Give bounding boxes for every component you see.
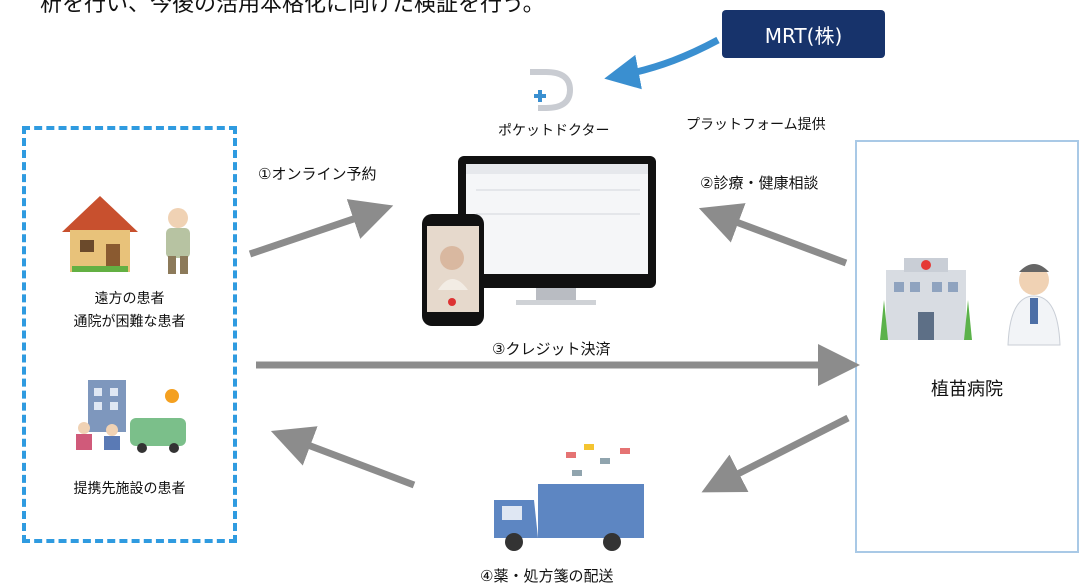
arrow-delivery-from-hospital bbox=[701, 414, 850, 493]
platform-name: ポケットドクター bbox=[498, 123, 610, 139]
facility-patient-label: 提携先施設の患者 bbox=[73, 481, 186, 497]
house-icon bbox=[62, 196, 138, 272]
patient-group-box bbox=[22, 126, 237, 543]
badge-arrow bbox=[604, 36, 720, 90]
care-facility-icon bbox=[76, 380, 186, 453]
delivery-truck-icon bbox=[494, 444, 644, 551]
arrow-delivery-to-patient bbox=[270, 426, 416, 489]
step3-label: ③クレジット決済 bbox=[492, 340, 611, 358]
monitor-icon bbox=[458, 156, 656, 305]
step4-label: ④薬・処方箋の配送 bbox=[480, 567, 614, 585]
hospital-building-icon bbox=[880, 258, 972, 340]
step2-label: ②診療・健康相談 bbox=[700, 174, 819, 192]
smartphone-icon bbox=[422, 214, 484, 326]
arrow-consultation bbox=[698, 203, 848, 267]
platform-provision-label: プラットフォーム提供 bbox=[686, 117, 826, 133]
hospital-name: 植苗病院 bbox=[931, 379, 1003, 400]
provider-badge: MRT(株) bbox=[722, 10, 885, 58]
remote-patient-line2: 通院が困難な患者 bbox=[73, 314, 186, 330]
remote-patient-line1: 遠方の患者 bbox=[94, 291, 165, 307]
pocket-doctor-logo-icon bbox=[530, 69, 574, 111]
elderly-person-icon bbox=[166, 208, 190, 274]
intro-text: 析を行い、今後の活用本格化に向けた検証を行う。 bbox=[40, 0, 545, 17]
doctor-icon bbox=[1007, 264, 1061, 346]
step1-label: ①オンライン予約 bbox=[258, 165, 377, 183]
arrow-online-reservation bbox=[248, 199, 394, 258]
